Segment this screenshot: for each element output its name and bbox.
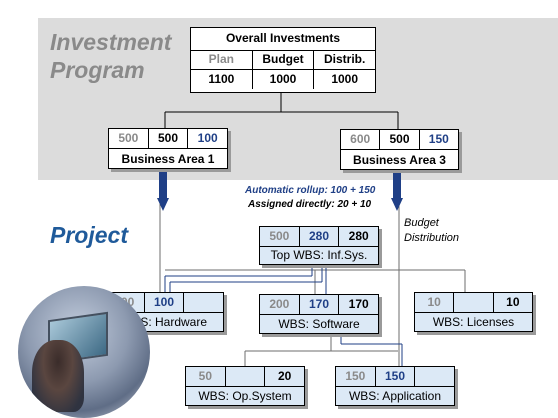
business-area-1-box: 500 500 100 Business Area 1 xyxy=(108,128,228,169)
wbs-application-box: 150 150 WBS: Application xyxy=(335,366,455,406)
wbs-application-plan: 150 xyxy=(336,367,376,387)
budget-distribution-label: Budget Distribution xyxy=(404,216,459,246)
wbs-top-name: Top WBS: Inf.Sys. xyxy=(270,248,368,262)
assigned-note: Assigned directly: 20 + 10 xyxy=(248,199,372,210)
program-heading-line2: Program xyxy=(50,57,145,83)
ba1-arrow-shaft xyxy=(159,168,167,200)
wbs-hardware-budget: 100 xyxy=(144,293,185,313)
wbs-software-plan: 200 xyxy=(260,295,300,315)
budget-distribution-arrows xyxy=(157,168,403,211)
wbs-opsystem-name: WBS: Op.System xyxy=(198,389,292,403)
wbs-opsystem-box: 50 20 WBS: Op.System xyxy=(185,366,305,406)
wbs-opsystem-budget xyxy=(225,367,266,387)
investment-program-heading: Investment Program xyxy=(50,28,171,84)
wbs-software-distrib: 170 xyxy=(339,295,379,315)
ba1-distrib: 100 xyxy=(188,129,228,149)
wbs-application-name: WBS: Application xyxy=(348,389,442,403)
budget-distribution-line2: Distribution xyxy=(404,232,460,244)
wbs-software-name: WBS: Software xyxy=(278,317,360,331)
ba3-name: Business Area 3 xyxy=(353,153,446,167)
investment-heading-line1: Investment xyxy=(50,29,172,55)
overall-header-budget: Budget xyxy=(252,50,315,70)
ba3-plan: 600 xyxy=(341,130,381,150)
wbs-top-plan: 500 xyxy=(260,227,300,247)
wbs-opsystem-plan: 50 xyxy=(186,367,226,387)
wbs-hardware-distrib xyxy=(184,293,224,313)
wbs-top-box: 500 280 280 Top WBS: Inf.Sys. xyxy=(259,226,379,265)
overall-budget-value: 1000 xyxy=(253,70,315,89)
overall-investments-box: Overall Investments Plan Budget Distrib.… xyxy=(190,27,376,93)
overall-plan-value: 1100 xyxy=(191,70,253,89)
person-icon xyxy=(32,340,84,412)
wbs-top-distrib: 280 xyxy=(339,227,379,247)
overall-distrib-value: 1000 xyxy=(331,72,359,86)
ba3-arrowhead xyxy=(391,198,403,211)
wbs-licenses-budget xyxy=(454,293,494,313)
wbs-licenses-plan: 10 xyxy=(415,293,455,313)
ba1-name: Business Area 1 xyxy=(121,152,215,166)
rollup-note: Automatic rollup: 100 + 150 xyxy=(245,185,376,196)
wbs-application-distrib xyxy=(415,367,455,387)
ba3-distrib: 150 xyxy=(419,130,458,150)
ba3-arrow-shaft xyxy=(393,168,401,200)
wbs-top-budget: 280 xyxy=(299,227,340,247)
ba1-arrowhead xyxy=(157,198,169,211)
person-at-computer-photo xyxy=(18,286,150,418)
wbs-application-budget: 150 xyxy=(375,367,416,387)
wbs-opsystem-distrib: 20 xyxy=(265,367,305,387)
overall-header-plan: Plan xyxy=(191,50,253,70)
ba1-budget: 500 xyxy=(148,129,189,149)
overall-title: Overall Investments xyxy=(191,28,375,51)
wbs-licenses-name: WBS: Licenses xyxy=(432,315,515,329)
wbs-software-budget: 170 xyxy=(299,295,340,315)
ba3-budget: 500 xyxy=(380,130,420,150)
budget-distribution-line1: Budget xyxy=(404,217,439,229)
wbs-licenses-distrib: 10 xyxy=(493,293,532,313)
business-area-3-box: 600 500 150 Business Area 3 xyxy=(340,129,459,170)
ba1-plan: 500 xyxy=(109,129,149,149)
overall-header-distrib: Distrib. xyxy=(314,50,376,70)
wbs-software-box: 200 170 170 WBS: Software xyxy=(259,294,379,334)
project-heading: Project xyxy=(50,222,128,248)
wbs-licenses-box: 10 10 WBS: Licenses xyxy=(414,292,533,332)
